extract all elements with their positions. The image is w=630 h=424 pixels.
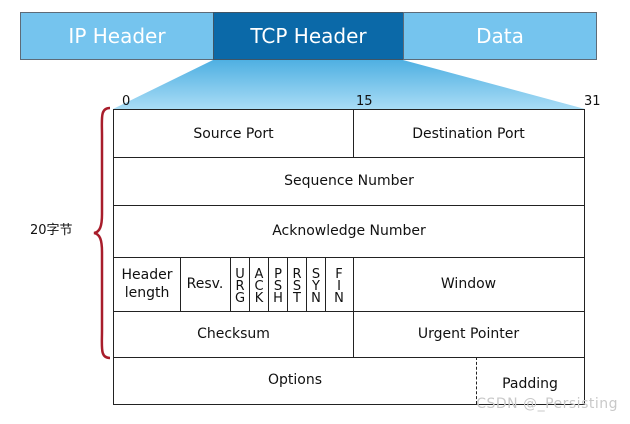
divider (306, 257, 307, 311)
flag-ack: A C K (250, 262, 268, 311)
ip-header-segment: IP Header (20, 12, 214, 60)
divider (230, 257, 231, 311)
flag-letter: R (292, 266, 302, 282)
options-field: Options (267, 372, 323, 388)
flag-syn: S Y N (307, 262, 325, 311)
sequence-number-field: Sequence Number (284, 173, 414, 189)
flag-letter: S (292, 278, 302, 294)
header-length-field: Header length (121, 267, 173, 301)
source-port-field: Source Port (193, 125, 274, 142)
divider (114, 257, 584, 258)
flag-letter: R (235, 278, 245, 294)
flag-letter: U (235, 266, 245, 282)
bit-15-label: 15 (356, 94, 373, 109)
divider (114, 157, 584, 158)
divider (268, 257, 269, 311)
divider (114, 311, 584, 312)
dashed-divider (476, 357, 477, 404)
divider (180, 257, 181, 311)
tcp-header-table: Source Port Destination Port Sequence Nu… (113, 109, 585, 405)
flag-fin: F I N (330, 262, 348, 311)
divider (353, 257, 354, 311)
flag-letter: N (334, 290, 344, 306)
flag-letter: G (234, 290, 246, 306)
flag-psh: P S H (269, 262, 287, 311)
divider (353, 311, 354, 357)
flag-letter: C (254, 278, 264, 294)
divider (249, 257, 250, 311)
divider (114, 205, 584, 206)
flag-letter: P (274, 266, 282, 282)
flag-letter: F (335, 266, 343, 282)
data-segment: Data (403, 12, 597, 60)
bit-0-label: 0 (122, 94, 131, 109)
destination-port-field: Destination Port (412, 125, 525, 142)
header-size-label: 20字节 (30, 223, 73, 238)
watermark: CSDN @_Persisting (476, 396, 618, 412)
acknowledge-number-field: Acknowledge Number (272, 223, 426, 239)
flag-letter: T (293, 290, 301, 306)
urgent-pointer-field: Urgent Pointer (417, 326, 520, 342)
flag-letter: N (311, 290, 321, 306)
bit-31-label: 31 (584, 94, 601, 109)
reserved-field: Resv. (186, 276, 224, 292)
flag-letter: S (273, 278, 283, 294)
padding-field: Padding (502, 376, 558, 392)
flag-letter: H (273, 290, 283, 306)
flag-letter: K (254, 290, 264, 306)
flag-letter: I (337, 278, 341, 294)
checksum-field: Checksum (197, 326, 270, 342)
divider (325, 257, 326, 311)
bracket-brace (93, 106, 111, 360)
flag-letter: A (254, 266, 264, 282)
divider (287, 257, 288, 311)
flag-urg: U R G (231, 262, 249, 311)
tcp-header-segment: TCP Header (213, 12, 404, 60)
flag-letter: S (311, 266, 321, 282)
flag-rst: R S T (288, 262, 306, 311)
flag-letter: Y (312, 278, 320, 294)
divider (353, 110, 354, 157)
window-field: Window (440, 276, 497, 292)
divider (114, 357, 584, 358)
